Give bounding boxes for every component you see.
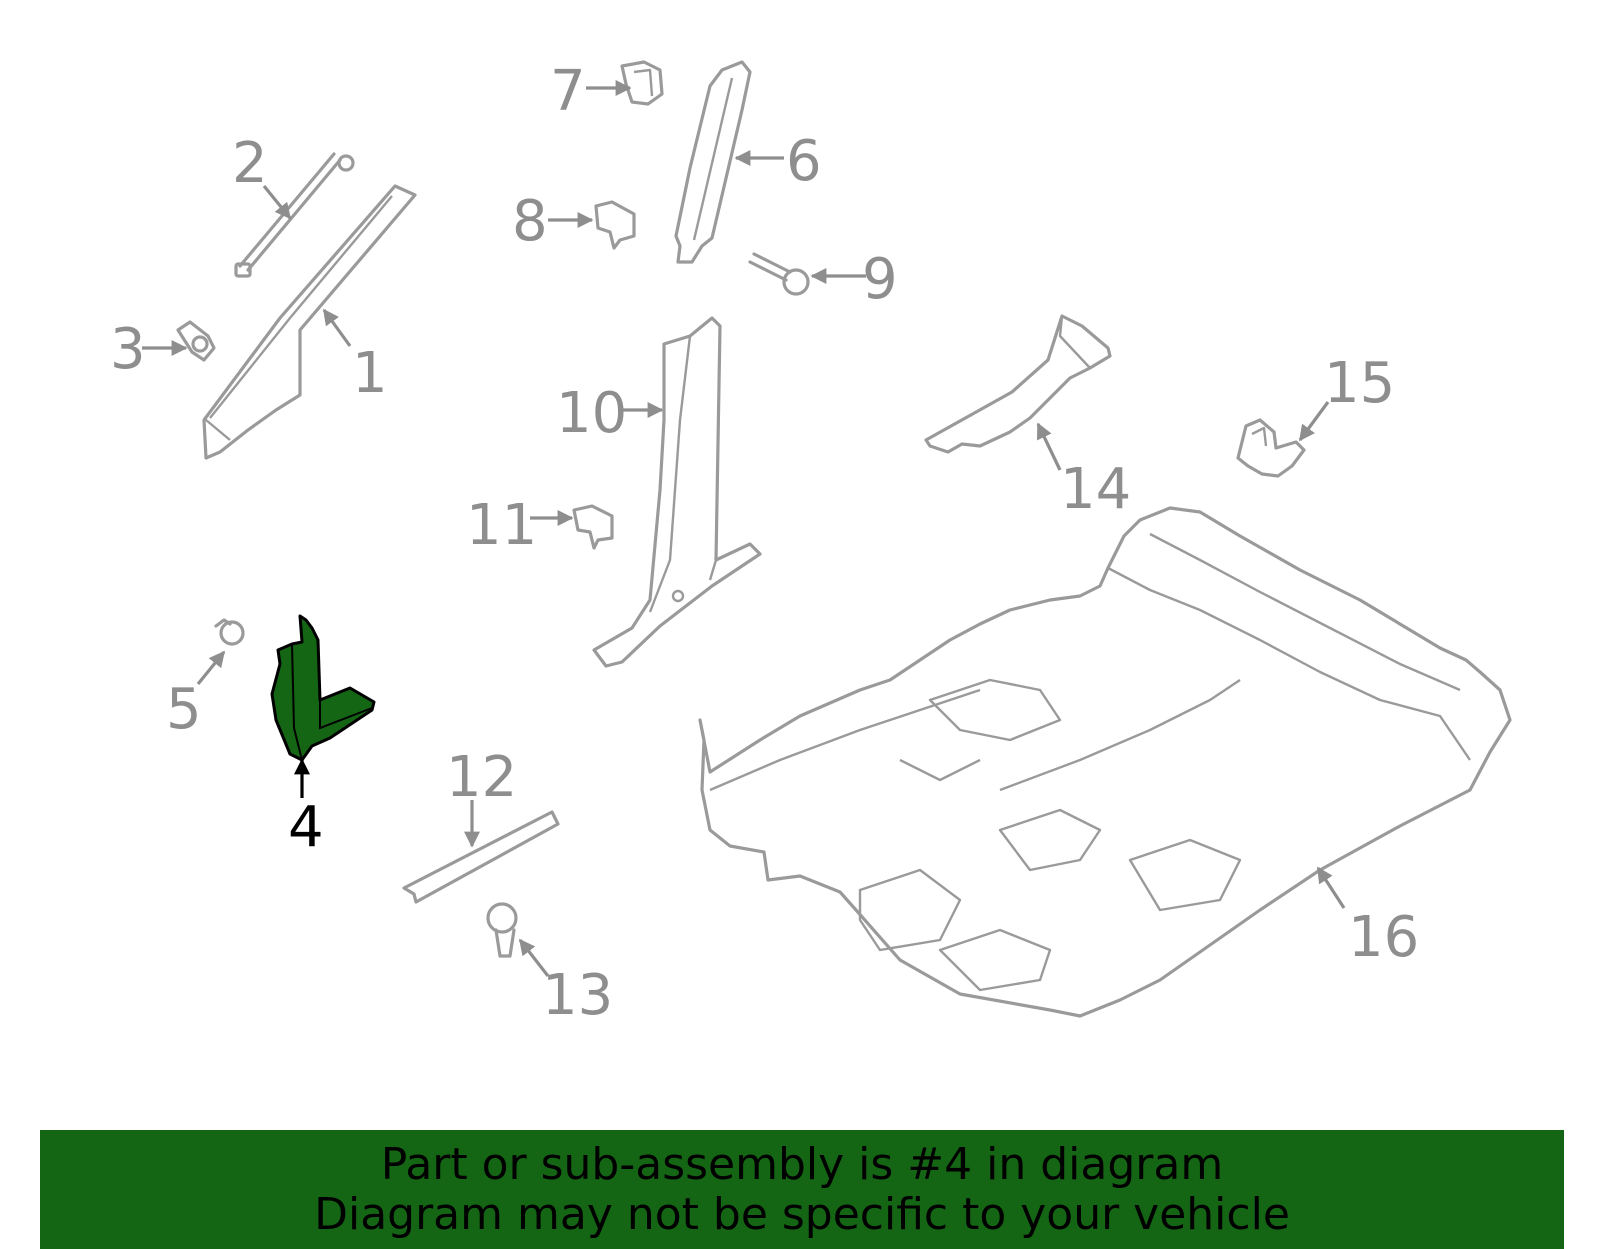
banner-line-1: Part or sub-assembly is #4 in diagram <box>380 1138 1224 1190</box>
info-banner: Part or sub-assembly is #4 in diagram Di… <box>40 1130 1564 1249</box>
callout-8: 8 <box>512 189 548 254</box>
part-4-cowl-side-trim <box>270 614 376 762</box>
part-3-clip <box>176 320 216 362</box>
callout-5: 5 <box>166 677 202 742</box>
callout-12: 12 <box>446 745 517 810</box>
part-16-floor-carpet <box>698 506 1512 1018</box>
leader-arrows <box>142 80 1346 977</box>
part-9-bolt <box>748 252 810 296</box>
callout-13: 13 <box>542 963 613 1028</box>
callout-6: 6 <box>786 129 822 194</box>
callout-4: 4 <box>288 795 324 860</box>
part-10-b-pillar-trim <box>592 316 762 668</box>
part-8-clip <box>594 200 636 250</box>
callout-2: 2 <box>232 131 268 196</box>
part-12-sill-strip <box>402 810 560 904</box>
callout-7: 7 <box>550 59 586 124</box>
callout-15: 15 <box>1324 351 1395 416</box>
callout-16: 16 <box>1348 905 1419 970</box>
part-13-push-pin <box>486 902 518 958</box>
callout-1: 1 <box>352 341 388 406</box>
part-14-scuff-plate <box>924 314 1112 454</box>
part-1-a-pillar-trim <box>202 184 417 460</box>
part-7-clip <box>620 60 664 106</box>
part-11-clip <box>572 504 614 550</box>
callout-10: 10 <box>556 381 627 446</box>
callout-11: 11 <box>466 493 537 558</box>
callout-9: 9 <box>862 247 898 312</box>
part-6-trim-strip <box>674 60 752 264</box>
callout-labels: 1 2 3 4 5 6 7 8 9 10 11 12 13 14 15 16 <box>110 59 1419 1028</box>
callout-14: 14 <box>1060 457 1131 522</box>
part-15-bracket <box>1236 418 1306 478</box>
banner-line-2: Diagram may not be specific to your vehi… <box>314 1188 1290 1240</box>
callout-3: 3 <box>110 317 146 382</box>
part-5-fastener <box>214 618 245 646</box>
